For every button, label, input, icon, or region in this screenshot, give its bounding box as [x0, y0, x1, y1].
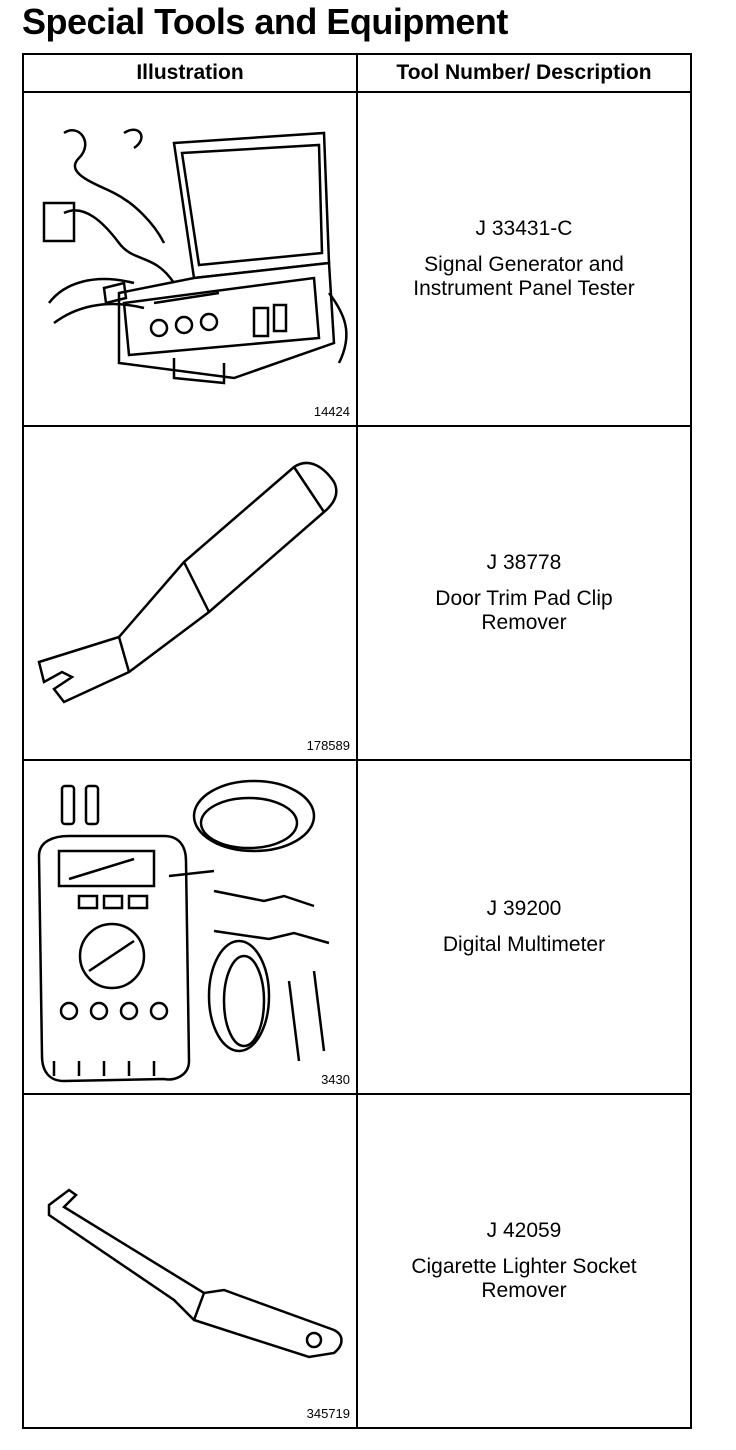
- illustration-cell: 345719: [22, 1093, 358, 1429]
- description-cell: J 38778 Door Trim Pad Clip Remover: [356, 425, 692, 761]
- tool-description: Signal Generator and Instrument Panel Te…: [413, 253, 635, 300]
- lighter-socket-remover-icon: [47, 1188, 343, 1359]
- table-row: 3430 J 39200 Digital Multimeter: [22, 759, 692, 1095]
- illustration-column-header: Illustration: [22, 53, 358, 93]
- tool-description: Cigarette Lighter Socket Remover: [411, 1255, 637, 1302]
- tool-number: J 38778: [486, 551, 562, 574]
- signal-generator-case-icon: [42, 128, 348, 385]
- special-tools-table: Illustration Tool Number/ Description: [22, 53, 692, 1429]
- illustration-cell: 3430: [22, 759, 358, 1095]
- digital-multimeter-icon: [37, 779, 330, 1083]
- trim-pad-clip-remover-icon: [37, 461, 338, 704]
- table-row: 14424 J 33431-C Signal Generator and Ins…: [22, 91, 692, 427]
- description-cell: J 42059 Cigarette Lighter Socket Remover: [356, 1093, 692, 1429]
- illustration-cell: 178589: [22, 425, 358, 761]
- table-header-row: Illustration Tool Number/ Description: [22, 53, 692, 93]
- tool-number: J 33431-C: [475, 217, 573, 240]
- figure-number: 14424: [313, 404, 350, 419]
- description-cell: J 39200 Digital Multimeter: [356, 759, 692, 1095]
- table-row: 345719 J 42059 Cigarette Lighter Socket …: [22, 1093, 692, 1429]
- description-cell: J 33431-C Signal Generator and Instrumen…: [356, 91, 692, 427]
- tool-number: J 39200: [486, 897, 562, 920]
- figure-number: 345719: [306, 1406, 350, 1421]
- figure-number: 178589: [306, 738, 350, 753]
- tool-description: Digital Multimeter: [442, 933, 606, 956]
- tool-number: J 42059: [486, 1219, 562, 1242]
- illustration-cell: 14424: [22, 91, 358, 427]
- table-row: 178589 J 38778 Door Trim Pad Clip Remove…: [22, 425, 692, 761]
- tool-description: Door Trim Pad Clip Remover: [435, 587, 613, 634]
- figure-number: 3430: [321, 1072, 350, 1087]
- description-column-header: Tool Number/ Description: [356, 53, 692, 93]
- page-title: Special Tools and Equipment: [22, 1, 508, 42]
